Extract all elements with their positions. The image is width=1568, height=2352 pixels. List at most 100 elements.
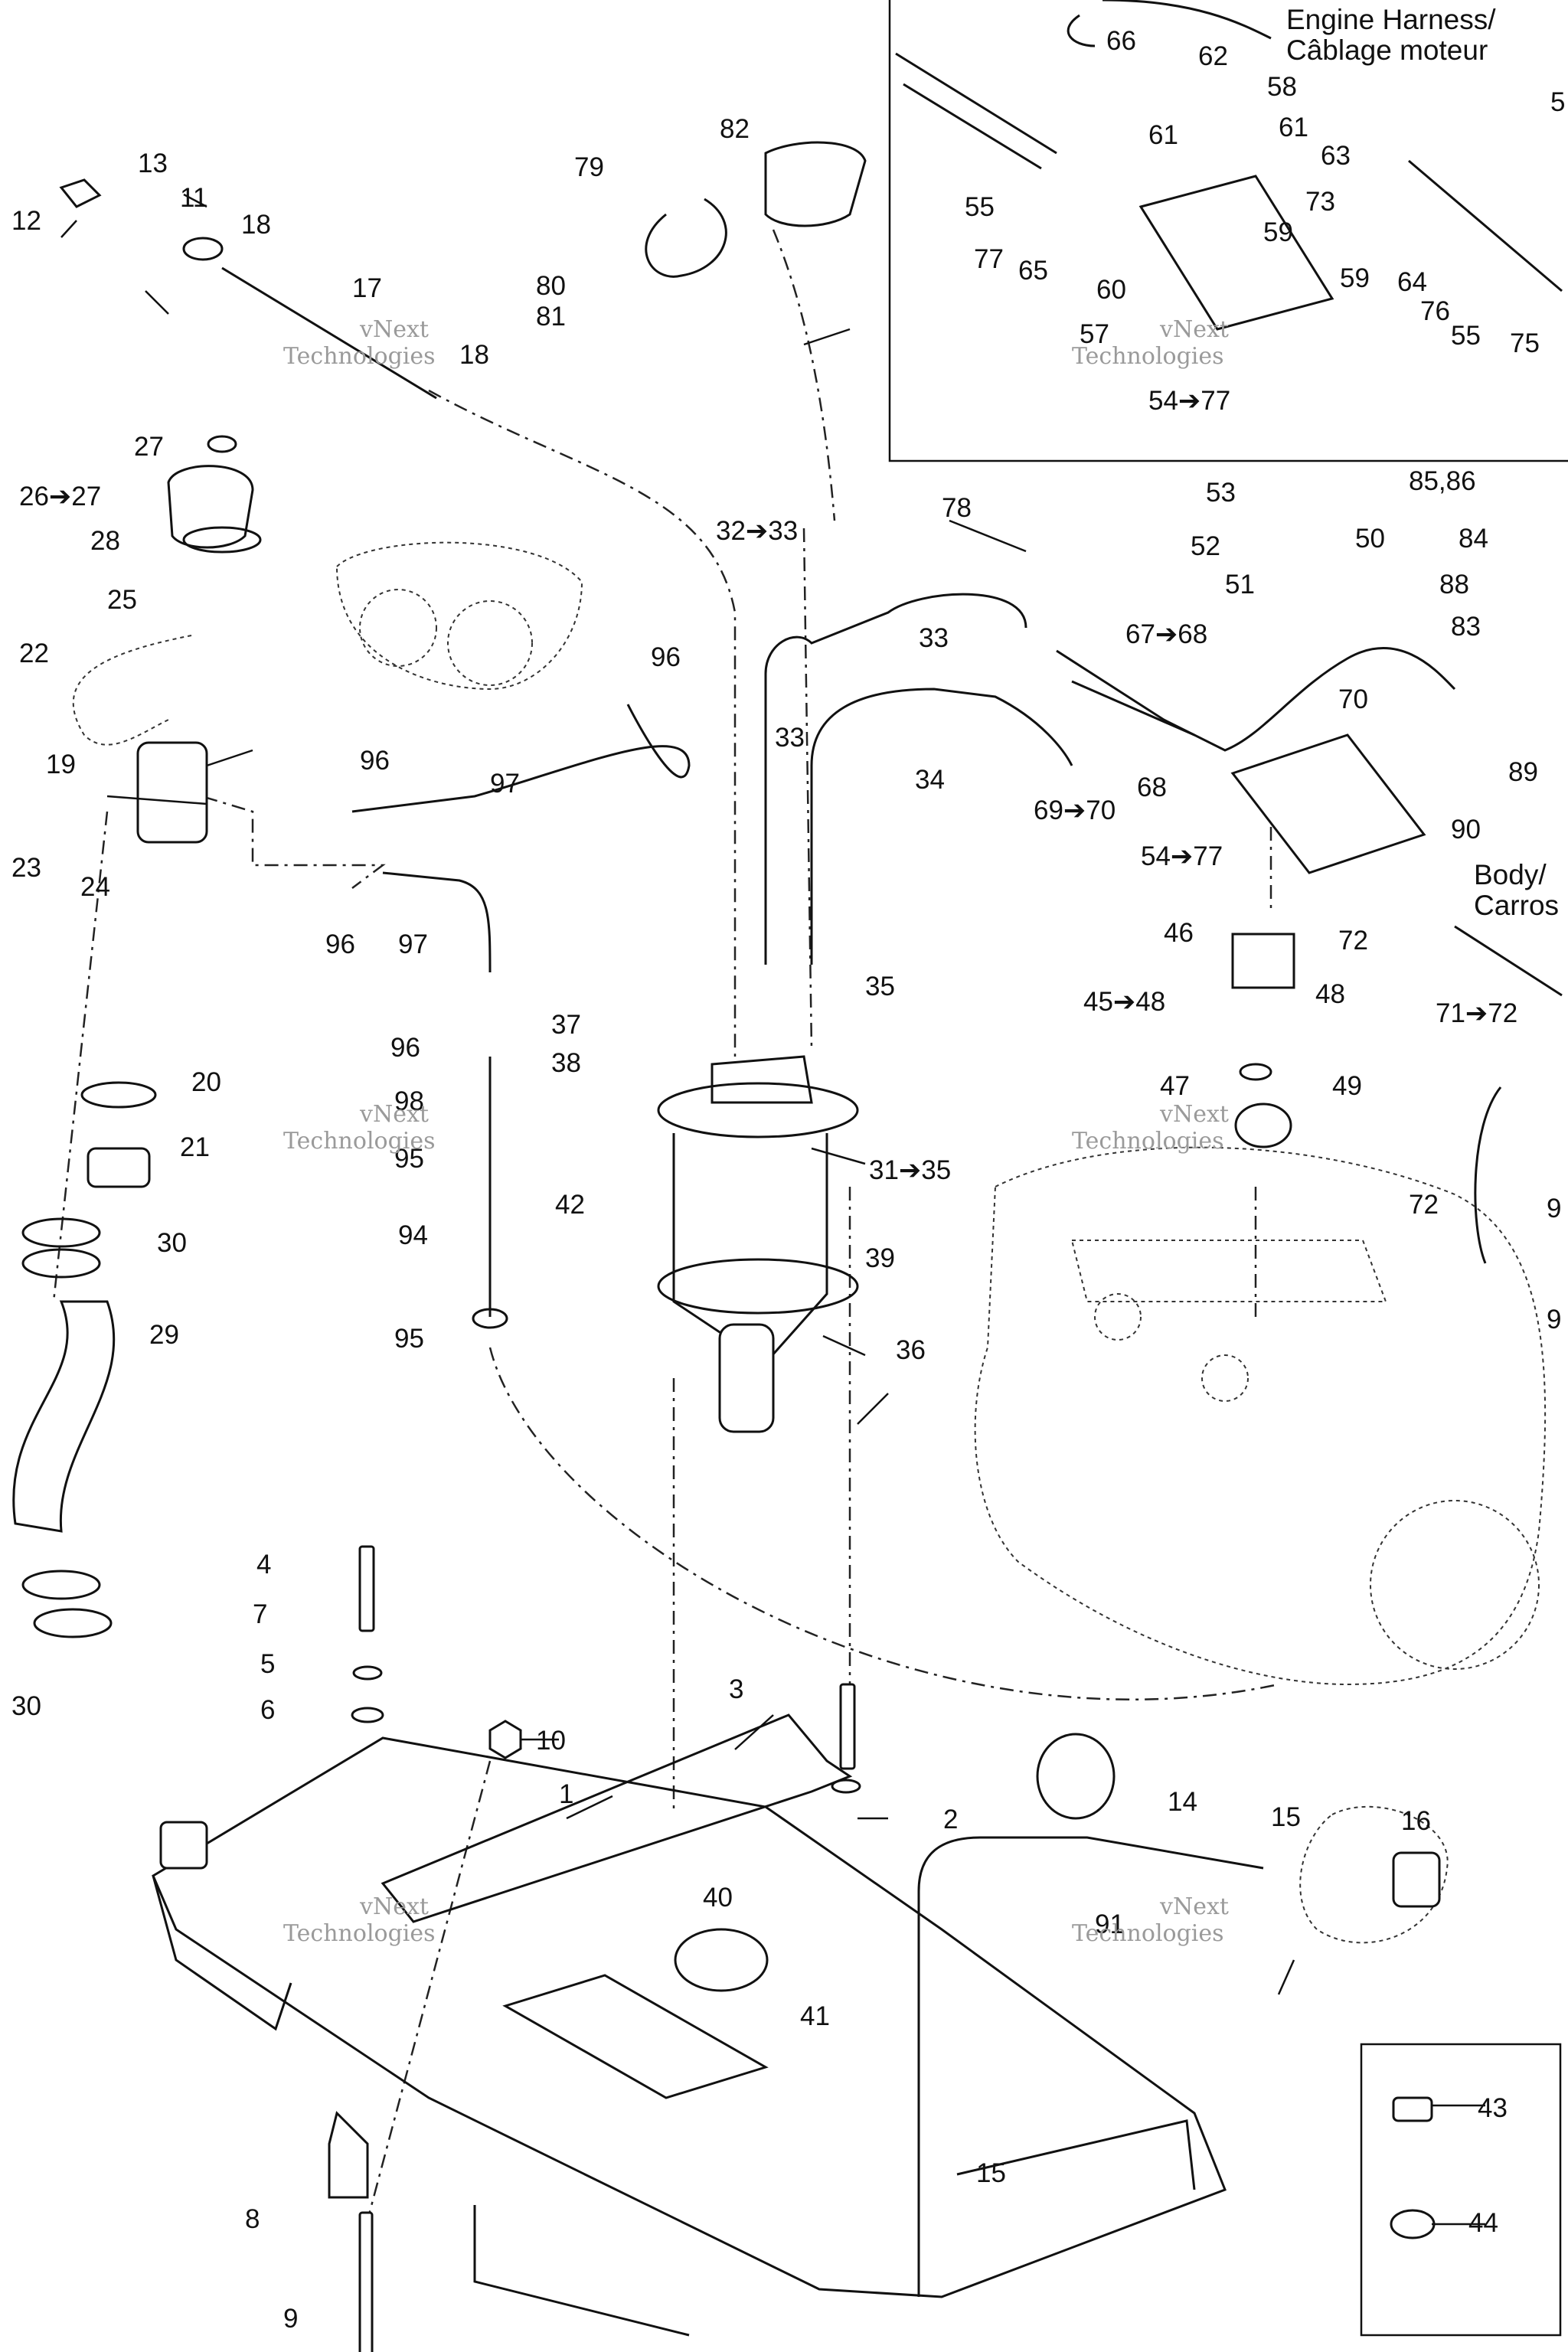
watermark-4-line1: vNext [1159,1101,1229,1128]
callout-53: 53 [1206,478,1236,508]
callout-94: 94 [398,1220,428,1250]
callout-83: 83 [1451,612,1481,642]
callout-28: 28 [90,526,120,556]
callout-81: 81 [536,302,566,332]
body-note-line2: Carros [1474,890,1559,921]
callout-45: 45➔48 [1083,987,1165,1017]
callout-1: 1 [559,1779,573,1809]
callout-95b: 95 [394,1144,424,1174]
callout-60: 60 [1096,275,1126,305]
callout-41: 41 [800,2001,830,2031]
callout-85: 85,86 [1409,466,1476,496]
callout-33a: 33 [919,623,949,653]
part-callouts: 1 2 3 4 7 5 6 10 8 9 40 41 14 15 16 91 1… [11,26,1565,2334]
tank-strap-clamp [645,141,867,278]
drain-tube-and-valve [917,1733,1449,2297]
callout-36: 36 [896,1335,926,1365]
pressure-regulator [1231,933,1295,1148]
callout-71: 71➔72 [1436,998,1517,1028]
callout-37: 37 [551,1010,581,1040]
callout-54a: 54➔77 [1141,841,1223,871]
callout-95: 95 [394,1324,424,1354]
callout-96a: 96 [651,642,681,672]
callout-26: 26➔27 [19,482,101,511]
callout-98: 98 [394,1086,424,1116]
callout-68: 68 [1137,773,1167,802]
callout-79: 79 [574,152,604,182]
callout-14: 14 [1168,1787,1197,1817]
fuel-line-to-body [1454,925,1563,1264]
callout-5t: 5 [1550,87,1565,117]
callout-18b: 18 [459,340,489,370]
inset-fuel-rail [895,0,1563,331]
callout-13: 13 [138,149,168,178]
callout-9s: 9 [1547,1305,1561,1334]
callout-73: 73 [1305,187,1335,217]
callout-35: 35 [865,972,895,1001]
watermark-2-line2: Technologies [1072,343,1224,370]
callout-31: 31➔35 [869,1155,951,1185]
vent-tubes [351,704,691,1329]
callout-47: 47 [1160,1071,1190,1101]
callout-96b: 96 [360,746,390,776]
vent-fitting [59,178,437,400]
callout-38: 38 [551,1048,581,1078]
watermark-3-line2: Technologies [283,1128,436,1155]
callout-72b: 72 [1409,1190,1439,1220]
callout-97a: 97 [490,769,520,799]
callout-20: 20 [191,1067,221,1097]
callout-75: 75 [1510,328,1540,358]
callout-5: 5 [260,1649,275,1679]
body-note-line1: Body/ [1474,859,1547,890]
callout-19: 19 [46,750,76,779]
filler-hose [12,1300,116,1533]
callout-63: 63 [1321,141,1351,171]
callout-51: 51 [1225,570,1255,599]
callout-64: 64 [1397,267,1427,297]
callout-30a: 30 [157,1228,187,1258]
watermark-1-line2: Technologies [283,343,436,370]
watermark-6-line2: Technologies [1072,1920,1224,1947]
callout-32: 32➔33 [716,516,798,546]
callout-25: 25 [107,585,137,615]
throttle-body-sketch [335,541,583,691]
callout-89: 89 [1508,757,1538,787]
callout-55a: 55 [965,192,995,222]
callout-21: 21 [180,1132,210,1162]
watermark-4-line2: Technologies [1072,1128,1224,1155]
filler-neck [80,741,208,1188]
callout-66: 66 [1106,26,1136,56]
callout-24: 24 [80,872,110,902]
callout-57: 57 [1080,319,1109,349]
callout-40: 40 [703,1883,733,1913]
callout-97b: 97 [398,929,428,959]
fuel-cap [167,435,262,554]
callout-49: 49 [1332,1071,1362,1101]
callout-44: 44 [1468,2208,1498,2238]
fuel-tank [152,1736,1227,2337]
watermark-6-line1: vNext [1159,1893,1229,1920]
tank-strap [381,1713,853,1923]
callout-90: 90 [1451,815,1481,844]
callout-77: 77 [974,244,1004,274]
watermark-2-line1: vNext [1159,316,1229,343]
callout-50: 50 [1355,524,1385,554]
callout-78: 78 [942,493,972,523]
callout-54b: 54➔77 [1148,386,1230,416]
callout-69: 69➔70 [1034,795,1116,825]
callout-76: 76 [1420,296,1450,326]
callout-15b: 15 [976,2158,1006,2188]
watermark-5-line2: Technologies [283,1920,436,1947]
callout-59a: 59 [1263,217,1293,247]
text-notes: Engine Harness/ Câblage moteur Body/ Car… [1286,4,1559,921]
callout-52: 52 [1191,531,1220,561]
watermark-1-line1: vNext [359,316,429,343]
callout-39: 39 [865,1243,895,1273]
callout-84: 84 [1459,524,1488,554]
callout-30b: 30 [11,1691,41,1721]
callout-48: 48 [1315,979,1345,1009]
callout-61b: 61 [1279,113,1308,142]
callout-43: 43 [1478,2093,1508,2123]
fuel-rail [1056,647,1456,874]
